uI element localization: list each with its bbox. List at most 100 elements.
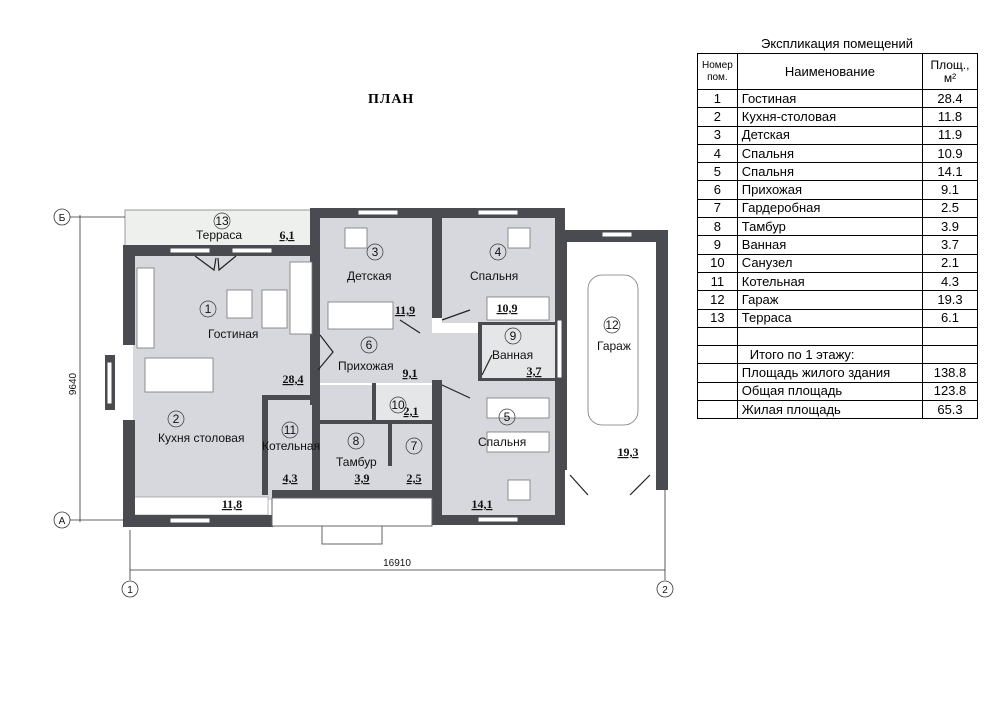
axis-b: Б [59, 213, 66, 224]
cell-empty [922, 326, 978, 347]
plan-title: ПЛАН [368, 92, 415, 107]
room-area: 19,3 [618, 445, 639, 459]
boiler-floor [268, 398, 312, 490]
room-number: 7 [411, 439, 418, 453]
cell-name: Кухня-столовая [736, 107, 924, 127]
room-name: Спальня [470, 269, 518, 283]
cell-area: 4.3 [922, 271, 978, 292]
room-area: 28,4 [283, 372, 304, 386]
cell-name: Котельная [736, 271, 924, 292]
cell-num: 2 [697, 107, 738, 127]
room-number-circle [405, 437, 423, 455]
cell-empty [697, 345, 738, 365]
room-name: Тамбур [336, 455, 377, 469]
cell-area: 2.1 [922, 253, 978, 273]
dining-table [144, 357, 214, 393]
room-number: 4 [495, 245, 502, 259]
room-number: 13 [215, 214, 229, 228]
room-name: Спальня [478, 435, 526, 449]
cell-area: 3.7 [922, 235, 978, 255]
room-name: Гостиная [208, 327, 258, 341]
cell-name: Ванная [736, 235, 924, 255]
cell-num: 10 [697, 253, 738, 273]
porch [271, 497, 433, 527]
cell-name: Площадь жилого здания [736, 363, 924, 383]
room-number-circle [504, 327, 522, 345]
kitchen-counter [132, 496, 269, 516]
total-label: Итого по 1 этажу: [736, 345, 924, 365]
room-number: 11 [284, 423, 297, 437]
header-name: Наименование [736, 53, 924, 90]
cell-area: 11.8 [922, 107, 978, 127]
room-area: 9,1 [403, 366, 418, 380]
room-area: 3,7 [527, 364, 542, 378]
room-number: 5 [504, 410, 511, 424]
hall-floor [320, 333, 490, 383]
room-number: 12 [605, 318, 619, 332]
axis-a: А [59, 516, 66, 527]
wc-floor [375, 385, 432, 420]
room-number-circle [498, 408, 516, 426]
room-number: 2 [173, 412, 180, 426]
dimension-horizontal: 16910 [383, 558, 411, 569]
room-number: 6 [366, 338, 373, 352]
dimension-lines [65, 215, 666, 580]
cell-area: 10.9 [922, 143, 978, 164]
cell-empty [697, 363, 738, 383]
cell-num: 5 [697, 162, 738, 182]
cell-name: Тамбур [736, 217, 924, 237]
cell-num: 11 [697, 271, 738, 292]
room-number: 3 [372, 245, 379, 259]
cell-empty [736, 326, 924, 347]
cell-name: Гостиная [736, 88, 924, 109]
room-name: Гараж [597, 339, 631, 353]
room-name: Прихожая [338, 359, 394, 373]
room-number: 9 [510, 329, 517, 343]
room-area: 3,9 [355, 471, 370, 485]
room-area: 11,9 [395, 303, 415, 317]
doors [194, 255, 651, 496]
room-number-circle [199, 300, 217, 318]
furniture [136, 227, 639, 501]
room-name: Котельная [262, 439, 320, 453]
room-name: Терраса [196, 228, 242, 242]
room-number-circle [360, 336, 378, 354]
cell-num: 7 [697, 198, 738, 219]
cell-area: 138.8 [922, 363, 978, 383]
cell-area: 28.4 [922, 88, 978, 109]
cell-name: Гараж [736, 290, 924, 310]
table-header: Номер пом. Наименование Площ., м² [697, 53, 978, 90]
cell-num: 3 [697, 125, 738, 145]
windows [106, 209, 633, 524]
room-area: 11,8 [222, 497, 242, 511]
car [587, 274, 639, 426]
room-area: 10,9 [497, 301, 518, 315]
cell-name: Терраса [736, 308, 924, 328]
room-number-circle [603, 316, 621, 334]
cell-num: 9 [697, 235, 738, 255]
cell-name: Гардеробная [736, 198, 924, 219]
header-num: Номер пом. [697, 53, 738, 90]
cell-area: 19.3 [922, 290, 978, 310]
room-number-circle [489, 243, 507, 261]
dimension-vertical: 9640 [68, 372, 79, 395]
room-name: Детская [347, 269, 391, 283]
cell-num: 6 [697, 180, 738, 200]
cell-num: 4 [697, 143, 738, 164]
room-area: 6,1 [280, 228, 295, 242]
room-number: 1 [205, 302, 212, 316]
cell-empty [922, 345, 978, 365]
cell-area: 9.1 [922, 180, 978, 200]
room-number-circle [347, 432, 365, 450]
cell-name: Санузел [736, 253, 924, 273]
room-area: 14,1 [472, 497, 493, 511]
